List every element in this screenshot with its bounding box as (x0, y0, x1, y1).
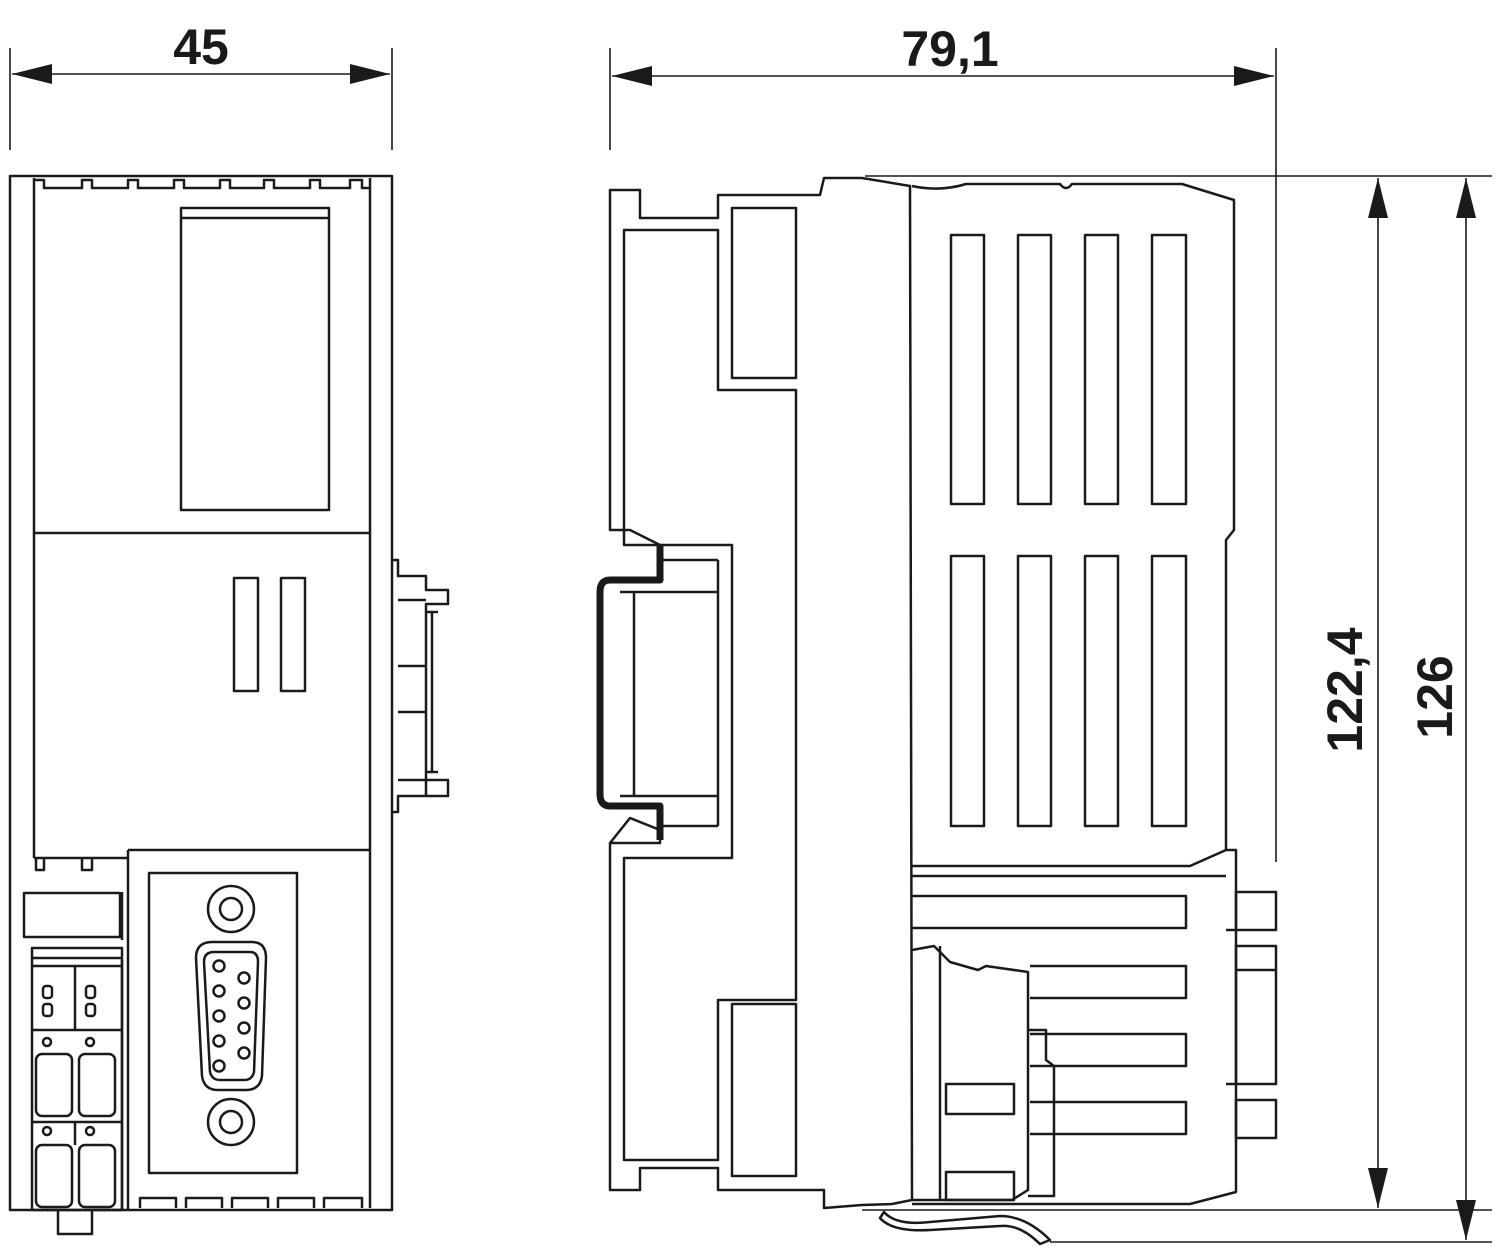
connector-tab (1234, 1098, 1278, 1140)
dimension-height-inner: 122,4 (862, 175, 1492, 1211)
side-depth-label: 79,1 (901, 21, 998, 77)
vent-slot (1083, 233, 1120, 506)
vent-slot (1150, 233, 1188, 506)
plug-connector (878, 944, 1056, 1246)
vent-slot (1016, 233, 1053, 506)
screw-icon (206, 884, 256, 934)
vent-slot (1150, 554, 1188, 828)
vent-slot (1083, 554, 1120, 828)
led-slot (232, 576, 260, 693)
vent-slot (1016, 554, 1053, 828)
dimension-side-depth: 79,1 (609, 21, 1277, 862)
power-terminal-block (22, 891, 124, 1236)
connector-tab (1234, 944, 1278, 1086)
connector-panel (147, 871, 299, 1175)
dimension-front-width: 45 (9, 19, 393, 150)
connector-tab (1234, 890, 1278, 932)
top-vent-notches (34, 178, 370, 190)
din-rail-clip (392, 558, 450, 814)
vent-slot (949, 233, 986, 506)
vent-slot (949, 554, 986, 828)
dimension-height-outer: 126 (1050, 178, 1492, 1243)
dsub9-connector-icon (194, 940, 268, 1092)
height-inner-label: 122,4 (1317, 627, 1373, 752)
rear-recess (730, 1002, 798, 1178)
rear-recess (730, 206, 798, 380)
label-window (179, 206, 331, 512)
height-outer-label: 126 (1407, 655, 1463, 738)
side-view (596, 176, 1278, 1246)
led-slot (279, 576, 307, 693)
front-width-label: 45 (173, 19, 229, 75)
screw-icon (206, 1097, 256, 1147)
front-view (8, 174, 450, 1236)
din-rail-profile (596, 545, 720, 840)
